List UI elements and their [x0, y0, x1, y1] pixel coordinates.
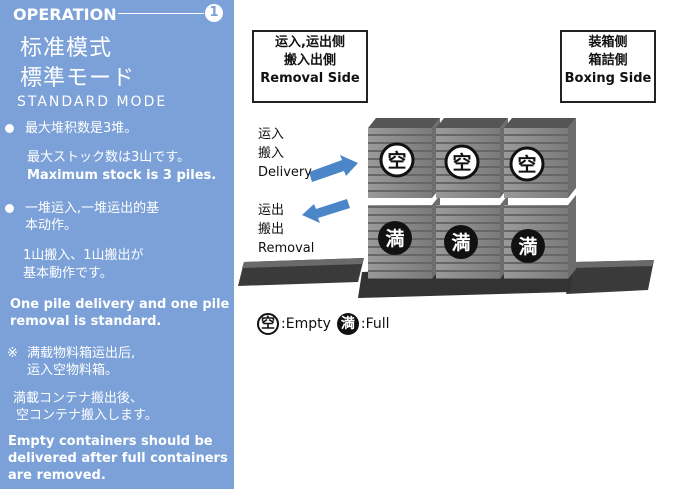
bullet1-chinese: 最大堆积数是3堆。 [25, 121, 138, 136]
bullet1-japanese: 最大ストック数は3山です。 [27, 150, 190, 165]
note-japanese-line1: 満載コンテナ搬出後、 [13, 391, 144, 406]
bullet2-japanese-line2: 基本動作です。 [23, 266, 113, 281]
stack-1 [368, 118, 440, 279]
note-mark: ※ [7, 346, 18, 361]
full-legend-icon: 満 [336, 313, 359, 335]
empty-char: 空 [517, 153, 536, 176]
delivery-arrow-icon [309, 155, 358, 182]
bullet1-english: Maximum stock is 3 piles. [27, 168, 217, 183]
boxing-side-box: 装箱侧 箱詰側 Boxing Side [560, 30, 656, 103]
stacker-diagram: 空 空 空 満 満 満 [238, 118, 654, 298]
bullet-icon [5, 124, 14, 133]
delivery-english: Delivery [258, 165, 312, 180]
stack-2 [436, 118, 508, 279]
note-english-line1: Empty containers should be [8, 434, 213, 449]
bullet2-chinese-line1: 一堆运入,一堆运出的基 [25, 201, 160, 216]
heading-divider [118, 13, 204, 14]
full-char: 満 [385, 228, 404, 250]
delivery-japanese: 搬入 [258, 146, 285, 161]
removal-label: 运出 搬出 Removal [258, 201, 314, 258]
removal-chinese: 运出 [258, 203, 285, 218]
removal-japanese: 搬出 [258, 222, 285, 237]
operation-heading: OPERATION [13, 5, 117, 24]
legend-full-label: :Full [360, 316, 390, 332]
bullet2-japanese-line1: 1山搬入、1山搬出が [23, 248, 144, 263]
full-char: 満 [451, 232, 470, 254]
full-badge: 満 [378, 221, 412, 255]
title-japanese: 標準モード [20, 66, 136, 91]
boxing-side-japanese: 箱詰側 [588, 53, 628, 68]
empty-char: 空 [452, 151, 471, 174]
note-chinese-line2: 运入空物料箱。 [27, 363, 119, 378]
legend: 空 :Empty 満 :Full [257, 313, 390, 335]
delivery-chinese: 运入 [258, 127, 285, 142]
full-badge: 満 [444, 225, 478, 259]
conveyor-right [566, 260, 654, 294]
empty-badge: 空 [379, 142, 415, 178]
bullet2-chinese-line2: 本动作。 [25, 218, 78, 233]
bullet2-english-line2: removal is standard. [10, 314, 162, 329]
empty-badge: 空 [509, 146, 545, 182]
bullet-icon [5, 204, 14, 213]
conveyor-left [238, 258, 364, 286]
full-badge: 満 [511, 229, 545, 263]
note-english-line2: delivered after full containers [8, 451, 228, 466]
removal-side-japanese: 搬入出側 [283, 53, 336, 68]
boxing-side-english: Boxing Side [564, 71, 652, 86]
empty-char: 空 [387, 149, 406, 172]
legend-empty-label: :Empty [281, 316, 331, 332]
removal-english: Removal [258, 241, 315, 256]
boxing-side-chinese: 装箱侧 [588, 35, 628, 50]
title-chinese: 标准模式 [20, 36, 113, 61]
note-japanese-line2: 空コンテナ搬入します。 [16, 408, 158, 423]
title-english: STANDARD MODE [17, 94, 168, 110]
removal-arrow-icon [302, 199, 350, 223]
removal-side-chinese: 运入,运出侧 [275, 35, 345, 50]
removal-side-box: 运入,运出侧 搬入出側 Removal Side [252, 30, 368, 103]
removal-side-english: Removal Side [260, 71, 360, 86]
empty-legend-icon: 空 [257, 313, 279, 335]
description-panel: OPERATION 1 标准模式 標準モード STANDARD MODE 最大堆… [0, 0, 234, 489]
note-chinese-line1: 满载物料箱运出后, [27, 346, 136, 361]
full-char: 満 [518, 236, 537, 258]
empty-badge: 空 [444, 144, 480, 180]
bullet2-english-line1: One pile delivery and one pile [10, 297, 230, 312]
note-english-line3: are removed. [8, 468, 106, 483]
delivery-label: 运入 搬入 Delivery [258, 125, 312, 182]
operation-number-badge: 1 [205, 4, 223, 22]
